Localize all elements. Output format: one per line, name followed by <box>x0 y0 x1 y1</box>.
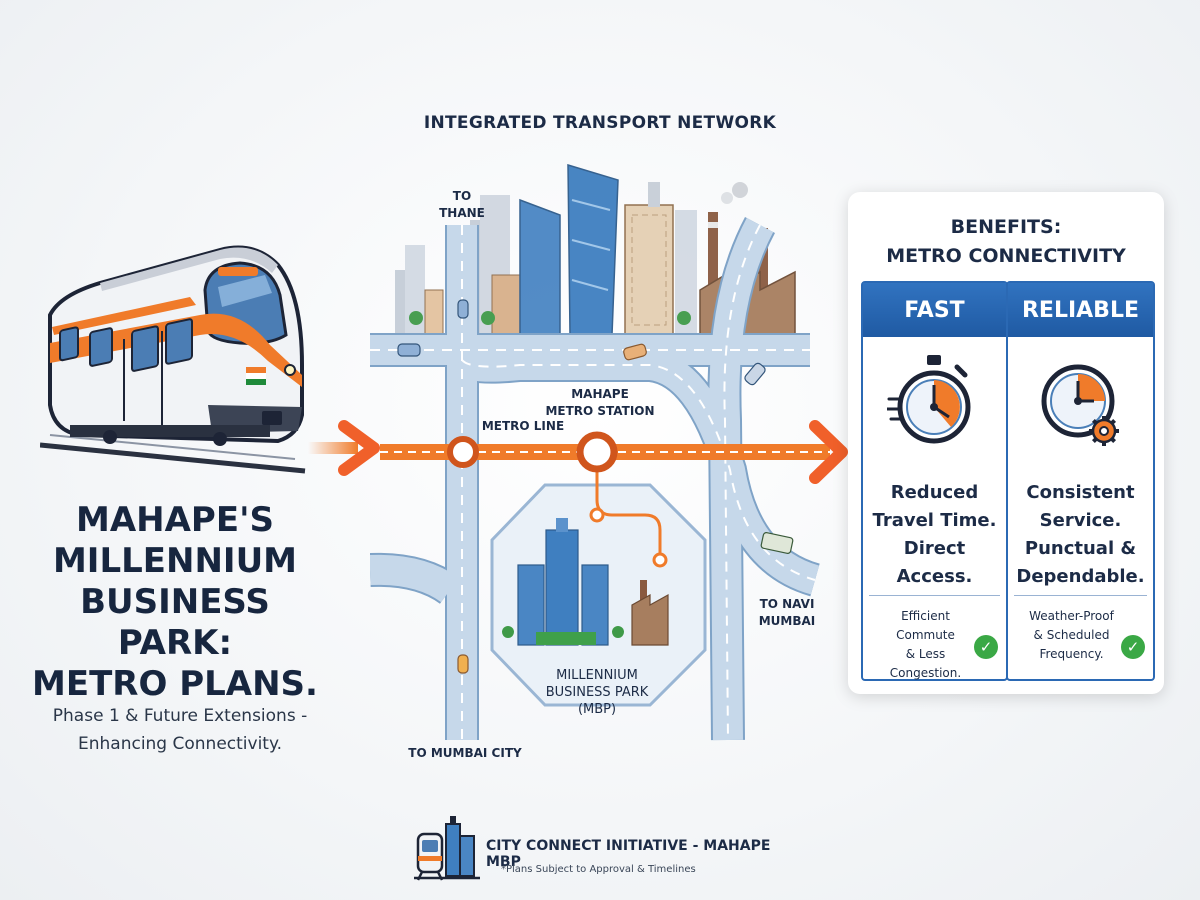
label-to-thane: TO THANE <box>432 188 492 222</box>
benefit-main-reliable: Consistent Service. Punctual & Dependabl… <box>1008 479 1153 591</box>
arrow-left-connector <box>308 420 380 476</box>
metro-line <box>380 431 830 473</box>
benefit-main-line: Dependable. <box>1016 566 1145 587</box>
benefit-divider <box>1014 595 1147 596</box>
transport-map <box>370 163 830 741</box>
label-metro-line: METRO LINE <box>481 419 565 433</box>
benefit-main-line: Access. <box>896 566 973 587</box>
title-line: METRO PLANS. <box>32 664 318 704</box>
map-title: INTEGRATED TRANSPORT NETWORK <box>423 113 777 133</box>
benefit-main-line: Travel Time. <box>872 510 997 531</box>
benefit-foot-line: & Scheduled <box>1033 628 1110 642</box>
benefit-foot-line: Frequency. <box>1039 647 1104 661</box>
metro-spur-line <box>595 450 662 555</box>
benefits-title: BENEFITS: METRO CONNECTIVITY <box>850 213 1162 271</box>
title-line: MAHAPE'S <box>76 500 274 540</box>
benefit-main-line: Direct <box>903 538 966 559</box>
check-icon: ✓ <box>1121 635 1145 659</box>
benefit-foot-reliable: Weather-Proof & Scheduled Frequency. <box>1016 607 1127 664</box>
label-line: METRO STATION <box>545 404 655 418</box>
metro-train-illustration <box>40 245 306 474</box>
benefit-divider <box>869 595 1000 596</box>
benefit-foot-fast: Efficient Commute & Less Congestion. <box>871 607 980 683</box>
benefit-main-fast: Reduced Travel Time. Direct Access. <box>863 479 1006 591</box>
label-line: (MBP) <box>577 702 617 717</box>
label-metro-station: MAHAPE METRO STATION <box>540 386 660 420</box>
stopwatch-icon <box>887 355 971 444</box>
road-network <box>370 217 821 741</box>
check-icon: ✓ <box>974 635 998 659</box>
title-line: BUSINESS PARK: <box>80 582 270 663</box>
label-line: MUMBAI <box>758 614 816 628</box>
label-mbp: MILLENNIUM BUSINESS PARK (MBP) <box>532 667 662 718</box>
subtitle-line: Enhancing Connectivity. <box>77 734 283 754</box>
benefit-heading-reliable: RELIABLE <box>1008 283 1153 337</box>
benefits-title-line: METRO CONNECTIVITY <box>886 245 1126 267</box>
footer-title: CITY CONNECT INITIATIVE - MAHAPE MBP <box>486 838 771 870</box>
benefit-foot-line: Efficient Commute <box>896 609 955 642</box>
benefit-main-line: Service. <box>1039 510 1122 531</box>
benefit-foot-line: Congestion. <box>889 666 962 680</box>
benefits-title-line: BENEFITS: <box>950 216 1062 238</box>
title-line: MILLENNIUM <box>52 541 298 581</box>
vehicles <box>397 299 794 674</box>
benefit-main-line: Reduced <box>890 482 979 503</box>
benefit-column-fast: FAST Reduced Travel Time. Direct Access.… <box>861 281 1008 681</box>
label-line: MAHAPE <box>571 387 629 401</box>
benefit-main-line: Consistent <box>1026 482 1135 503</box>
mbp-buildings <box>502 518 669 646</box>
label-line: TO NAVI <box>759 597 815 611</box>
label-to-mumbai-city: TO MUMBAI CITY <box>408 746 522 760</box>
page-subtitle: Phase 1 & Future Extensions - Enhancing … <box>30 702 330 758</box>
arrow-right-connector <box>809 420 848 484</box>
label-line: BUSINESS PARK <box>545 685 649 700</box>
benefit-main-line: Punctual & <box>1024 538 1137 559</box>
city-connect-logo-icon <box>414 816 480 881</box>
footer-note: *Plans Subject to Approval & Timelines <box>501 864 696 875</box>
label-to-navi-mumbai: TO NAVI MUMBAI <box>752 596 822 630</box>
benefit-foot-line: Weather-Proof <box>1029 609 1114 623</box>
page-title: MAHAPE'S MILLENNIUM BUSINESS PARK: METRO… <box>20 500 330 705</box>
benefit-foot-line: & Less <box>905 647 946 661</box>
label-line: THANE <box>439 206 485 220</box>
benefit-heading-fast: FAST <box>863 283 1006 337</box>
label-line: MILLENNIUM <box>556 668 638 683</box>
benefit-column-reliable: RELIABLE Consistent Service. Punctual & … <box>1006 281 1155 681</box>
clock-gear-icon <box>1041 364 1119 446</box>
label-line: TO <box>452 189 472 203</box>
subtitle-line: Phase 1 & Future Extensions - <box>52 706 308 726</box>
